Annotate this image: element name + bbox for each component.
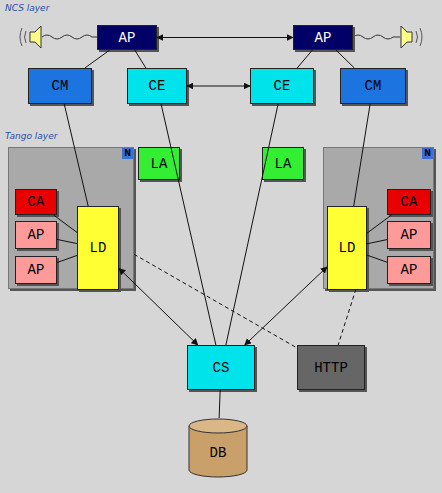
component-box: CA [387,189,431,215]
connector-line [134,254,297,348]
connector-line [245,267,327,345]
corner-badge: N [122,148,133,159]
speaker-symbol [20,26,97,48]
connector-line [64,104,88,206]
connector-line [85,50,110,68]
component-box: CM [340,68,406,104]
connector-line [367,255,387,262]
component-box: AP [15,221,57,249]
connector-line [338,289,356,345]
component-box: AP [387,256,431,284]
speaker-symbol [353,26,422,48]
box-label: AP [315,30,332,46]
connector-line [226,104,278,345]
connector-line [187,86,250,87]
component-box: HTTP [297,345,365,390]
box-label: LA [151,156,168,172]
component-box: AP [293,25,353,50]
connector-line [367,215,391,233]
host-group-box: N LD CA AP AP [323,147,434,289]
box-label: CS [213,360,230,376]
box-label: AP [119,30,136,46]
box-label: HTTP [314,360,348,376]
box-label: CM [52,78,69,94]
component-box: CA [15,189,57,215]
box-label: AP [28,227,45,243]
connector-line [157,37,293,38]
connector-line [219,390,220,418]
component-box: LD [77,206,119,290]
database-cylinder: DB [188,418,248,478]
connector-line [354,104,370,206]
box-label: DB [210,445,227,461]
box-label: LD [90,240,107,256]
box-label: AP [401,227,418,243]
component-box: LD [327,206,367,290]
box-label: CM [365,78,382,94]
box-label: LD [339,240,356,256]
box-label: AP [28,262,45,278]
connector-line [57,255,77,262]
connector-line [119,268,198,345]
layer-label: NCS layer [5,3,49,13]
component-box: CS [187,345,255,390]
component-box: AP [387,221,431,249]
box-label: CE [149,78,166,94]
component-box: LA [138,147,180,180]
component-box: CE [250,68,314,104]
component-box: AP [97,25,157,50]
connector-line [135,50,146,68]
box-label: AP [401,262,418,278]
connector-line [367,240,387,244]
box-label: CA [401,194,418,210]
connector-line [161,104,216,345]
connector-line [54,215,77,232]
component-box: CE [127,68,187,104]
connector-line [297,50,312,68]
box-label: CA [28,194,45,210]
box-label: CE [274,78,291,94]
component-box: CM [28,68,92,104]
component-box: LA [262,147,304,180]
host-group-box: N CA AP AP LD [8,147,134,289]
box-label: LA [275,156,292,172]
connector-line [57,239,77,243]
layer-label: Tango layer [5,131,57,141]
corner-badge: N [422,148,433,159]
connector-line [336,50,355,68]
component-box: AP [15,256,57,284]
